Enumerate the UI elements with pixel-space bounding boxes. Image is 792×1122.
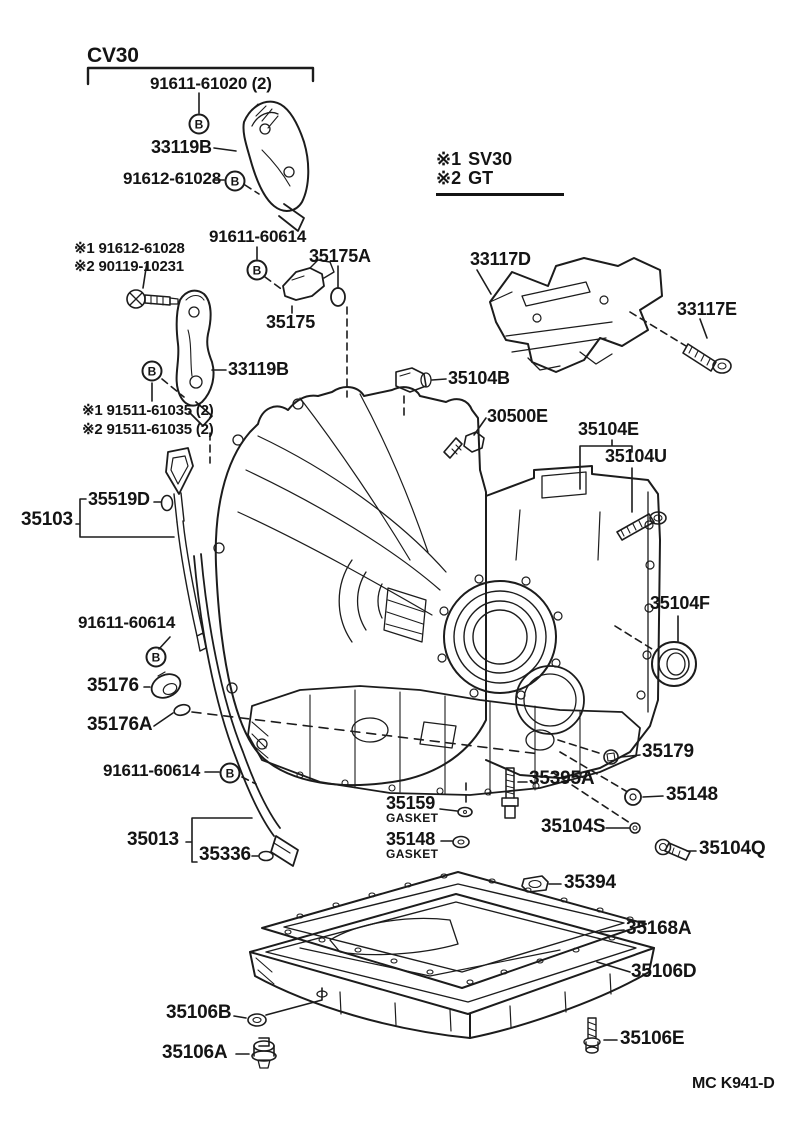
gasket-35159-drawing	[457, 806, 473, 818]
legend-value: GT	[468, 168, 494, 189]
pn-35106e: 35106E	[620, 1028, 685, 1049]
legend-mark: ※2	[436, 168, 462, 189]
screw-35106e-drawing	[583, 1017, 601, 1054]
pn-35104u: 35104U	[605, 446, 667, 466]
bolt-35179-drawing	[603, 749, 619, 765]
pn-91611-60614-top: 91611-60614	[209, 227, 307, 246]
gasket-35106b-drawing	[247, 1013, 267, 1027]
pn-35103: 35103	[21, 509, 73, 530]
filler-tube-35013-drawing	[193, 553, 299, 867]
pn-91611-60614-bottom: 91611-60614	[103, 761, 201, 780]
pn-35104q: 35104Q	[699, 838, 766, 859]
variant-legend: ※1 SV30 ※2 GT	[436, 149, 564, 196]
legend-value: SV30	[468, 149, 513, 169]
pn-91612-61028: 91612-61028	[123, 169, 222, 188]
pn-35395a: 35395A	[529, 768, 595, 789]
legend-mark: ※1	[436, 149, 462, 169]
pn-35179: 35179	[642, 741, 694, 762]
pn-30500e: 30500E	[487, 406, 548, 426]
pn-35013: 35013	[127, 829, 179, 850]
bolt-symbol-icon: B	[226, 767, 235, 781]
transaxle-case-drawing	[213, 386, 661, 796]
legend-row-sv30: ※1 SV30	[436, 149, 558, 169]
stud-35395a-drawing	[501, 767, 519, 819]
pn-91611-61020: 91611-61020 (2)	[150, 74, 272, 93]
pn-35106a: 35106A	[162, 1042, 228, 1063]
bolt-symbol-icon: B	[195, 118, 204, 132]
pn-35519d: 35519D	[88, 489, 150, 509]
bolt-symbols: B B B B B B	[141, 113, 268, 784]
bolt-symbol-icon: B	[253, 264, 262, 278]
legend-row-gt: ※2 GT	[436, 168, 558, 189]
plug-35104b-drawing	[395, 367, 432, 393]
pn-35176: 35176	[87, 675, 139, 696]
cv30-bracket-line	[86, 66, 315, 86]
pn-33117e: 33117E	[677, 299, 737, 319]
pn-35148-right: 35148	[666, 784, 718, 805]
pn-35104b: 35104B	[448, 368, 510, 388]
pn-35168a: 35168A	[626, 918, 692, 939]
oring-35104s-drawing	[629, 822, 641, 834]
bolt-35104q-drawing	[654, 838, 691, 861]
note-91612-61028: ※1 91612-61028	[74, 240, 185, 257]
bolt-symbol-icon: B	[152, 651, 161, 665]
gasket-35148-drawing	[452, 835, 470, 849]
variant-cv30: CV30	[87, 44, 139, 67]
leader-lines	[75, 92, 708, 1055]
cap-35176-drawing	[150, 671, 191, 717]
phillips-bolt-drawing	[126, 289, 179, 309]
pn-35148-left-sub: GASKET	[386, 847, 439, 862]
pn-35104f: 35104F	[650, 593, 710, 613]
pn-35175: 35175	[266, 312, 316, 332]
doc-code: MC K941-D	[692, 1075, 775, 1092]
drain-plug-35106a-drawing	[251, 1037, 277, 1069]
pn-91611-60614-mid: 91611-60614	[78, 613, 176, 632]
oil-seal-35104f-drawing	[651, 641, 697, 687]
pn-35106b: 35106B	[166, 1002, 232, 1023]
pn-35104s: 35104S	[541, 816, 606, 837]
pn-35394: 35394	[564, 872, 616, 893]
dipstick-35103-drawing	[160, 447, 207, 652]
pn-35104e: 35104E	[578, 419, 639, 439]
mount-bracket-mid-drawing	[175, 289, 215, 427]
note-90119-10231: ※2 90119-10231	[74, 258, 184, 275]
bolt-35104u-drawing	[616, 511, 667, 541]
breather-plug-35175-drawing	[282, 259, 346, 307]
magnet-35394-drawing	[521, 875, 549, 893]
leader-lines-dashed	[161, 184, 687, 824]
oil-pan-35106d-drawing	[249, 893, 655, 1039]
note-91511-61035-1: ※1 91511-61035 (2)	[82, 402, 214, 419]
pn-35159-sub: GASKET	[386, 811, 439, 826]
pn-33119b-top: 33119B	[151, 137, 212, 157]
note-91511-61035-2: ※2 91511-61035 (2)	[82, 421, 214, 438]
pn-35106d: 35106D	[631, 961, 697, 982]
pn-33119b-mid: 33119B	[228, 359, 289, 379]
pn-35336: 35336	[199, 844, 251, 865]
pn-33117d: 33117D	[470, 249, 531, 269]
mount-bracket-top-drawing	[242, 100, 310, 232]
bolt-33117e-drawing	[682, 343, 732, 374]
pn-35176a: 35176A	[87, 714, 153, 735]
bolt-symbol-icon: B	[148, 365, 157, 379]
bolt-symbol-icon: B	[231, 175, 240, 189]
pn-35175a: 35175A	[309, 246, 371, 266]
washer-35148-drawing	[624, 788, 642, 806]
